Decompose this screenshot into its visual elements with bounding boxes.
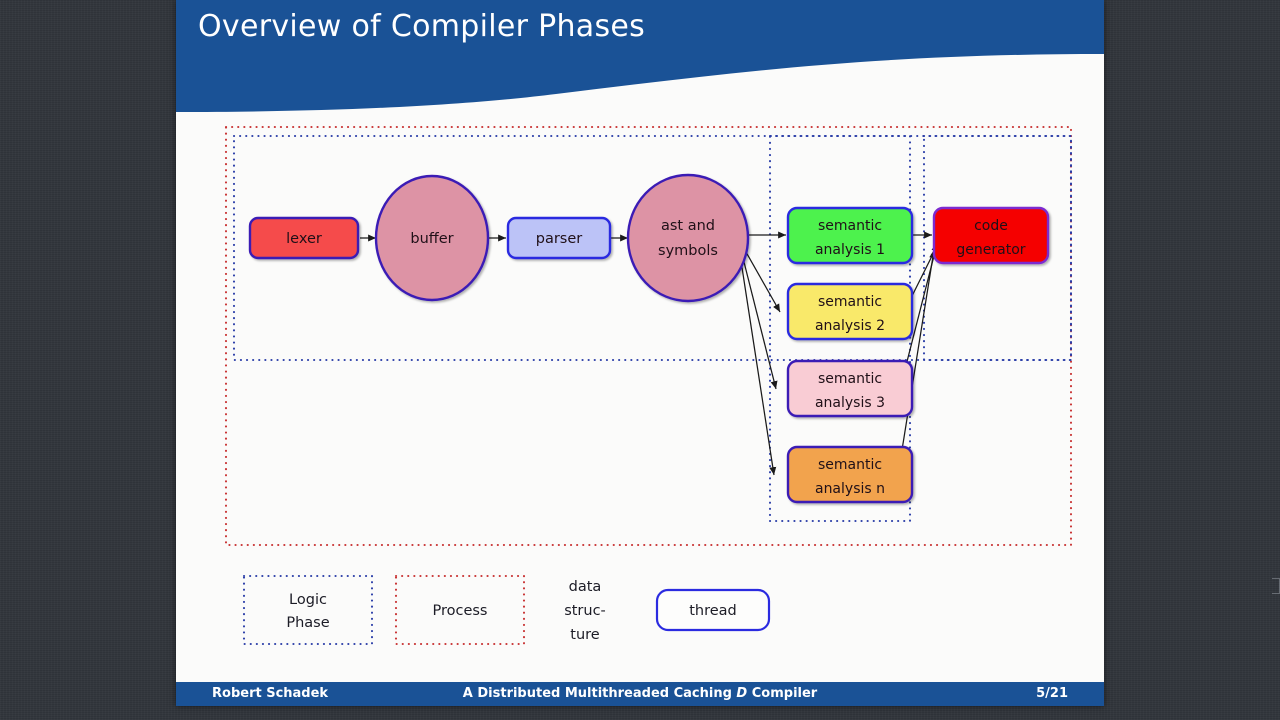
node-semantic-analysis-2[interactable] [786, 282, 914, 341]
node-code-generator-label-line2: generator [956, 242, 1025, 258]
node-code-generator[interactable] [932, 206, 1050, 265]
legend-item-thread: thread [655, 588, 771, 632]
slide-title-banner: Overview of Compiler Phases [176, 0, 1104, 112]
edge-ast-to-semantic-3 [742, 257, 778, 390]
edge-ast-to-semantic-2 [745, 251, 781, 313]
node-parser-label: parser [536, 231, 583, 247]
legend-logic-phase-label-line1: Logic [289, 592, 327, 608]
node-buffer[interactable] [374, 174, 490, 302]
container-process-outer [224, 125, 1073, 547]
node-semantic-analysis-n[interactable] [786, 445, 914, 504]
edge-ast-to-semantic-n [740, 260, 777, 476]
node-lexer-label: lexer [286, 231, 322, 247]
node-semantic-analysis-1[interactable] [786, 206, 914, 265]
legend-data-structure-label-line2: struc- [564, 603, 606, 619]
compiler-phases-diagram: lexer buffer parser ast and symbols sema… [176, 112, 1104, 682]
node-ast-and-symbols-label-line1: ast and [661, 218, 715, 234]
legend-logic-phase-box [242, 574, 374, 646]
footer-talk-suffix: Compiler [747, 686, 818, 701]
desktop-cursor-artifact [1272, 578, 1280, 594]
node-semantic-analysis-3-label-line1: semantic [818, 371, 882, 387]
legend-logic-phase-label-line2: Phase [286, 615, 329, 631]
node-semantic-analysis-n-label-line1: semantic [818, 457, 882, 473]
legend-data-structure-label-line1: data [569, 579, 602, 595]
node-code-generator-label-line1: code [974, 218, 1008, 234]
footer-talk-prefix: A Distributed Multithreaded Caching [462, 686, 737, 701]
footer-talk-italic: D [736, 686, 748, 701]
slide-footer: Robert Schadek A Distributed Multithread… [176, 682, 1104, 706]
legend-thread-label: thread [689, 603, 737, 619]
footer-talk-title: A Distributed Multithreaded Caching D Co… [176, 686, 1104, 701]
node-buffer-label: buffer [410, 231, 453, 247]
footer-page-number: 5/21 [1036, 686, 1068, 701]
node-ast-and-symbols-label-line2: symbols [658, 243, 718, 259]
node-semantic-analysis-1-label-line2: analysis 1 [815, 242, 885, 258]
edge-semantic-n-to-codegen [897, 249, 937, 476]
title-banner-shape [176, 0, 1104, 112]
presentation-slide: Overview of Compiler Phases [176, 0, 1104, 706]
node-lexer[interactable] [248, 216, 360, 260]
legend-item-process: Process [394, 574, 526, 646]
legend-process-label: Process [432, 603, 487, 619]
node-semantic-analysis-n-label-line2: analysis n [815, 481, 885, 497]
container-logic-phase-codegen [922, 134, 1073, 362]
footer-author: Robert Schadek [212, 686, 329, 701]
node-ast-and-symbols[interactable] [626, 173, 750, 303]
node-semantic-analysis-3-label-line2: analysis 3 [815, 395, 885, 411]
page-title: Overview of Compiler Phases [198, 9, 646, 44]
legend-item-logic-phase: Logic Phase [242, 574, 374, 646]
legend-thread-box [655, 588, 771, 632]
node-semantic-analysis-1-label-line1: semantic [818, 218, 882, 234]
node-semantic-analysis-3[interactable] [786, 359, 914, 418]
legend-data-structure-label-line3: ture [570, 627, 600, 643]
legend-item-data-structure: data struc- ture [564, 579, 606, 643]
node-parser[interactable] [506, 216, 612, 260]
node-semantic-analysis-2-label-line1: semantic [818, 294, 882, 310]
node-semantic-analysis-2-label-line2: analysis 2 [815, 318, 885, 334]
